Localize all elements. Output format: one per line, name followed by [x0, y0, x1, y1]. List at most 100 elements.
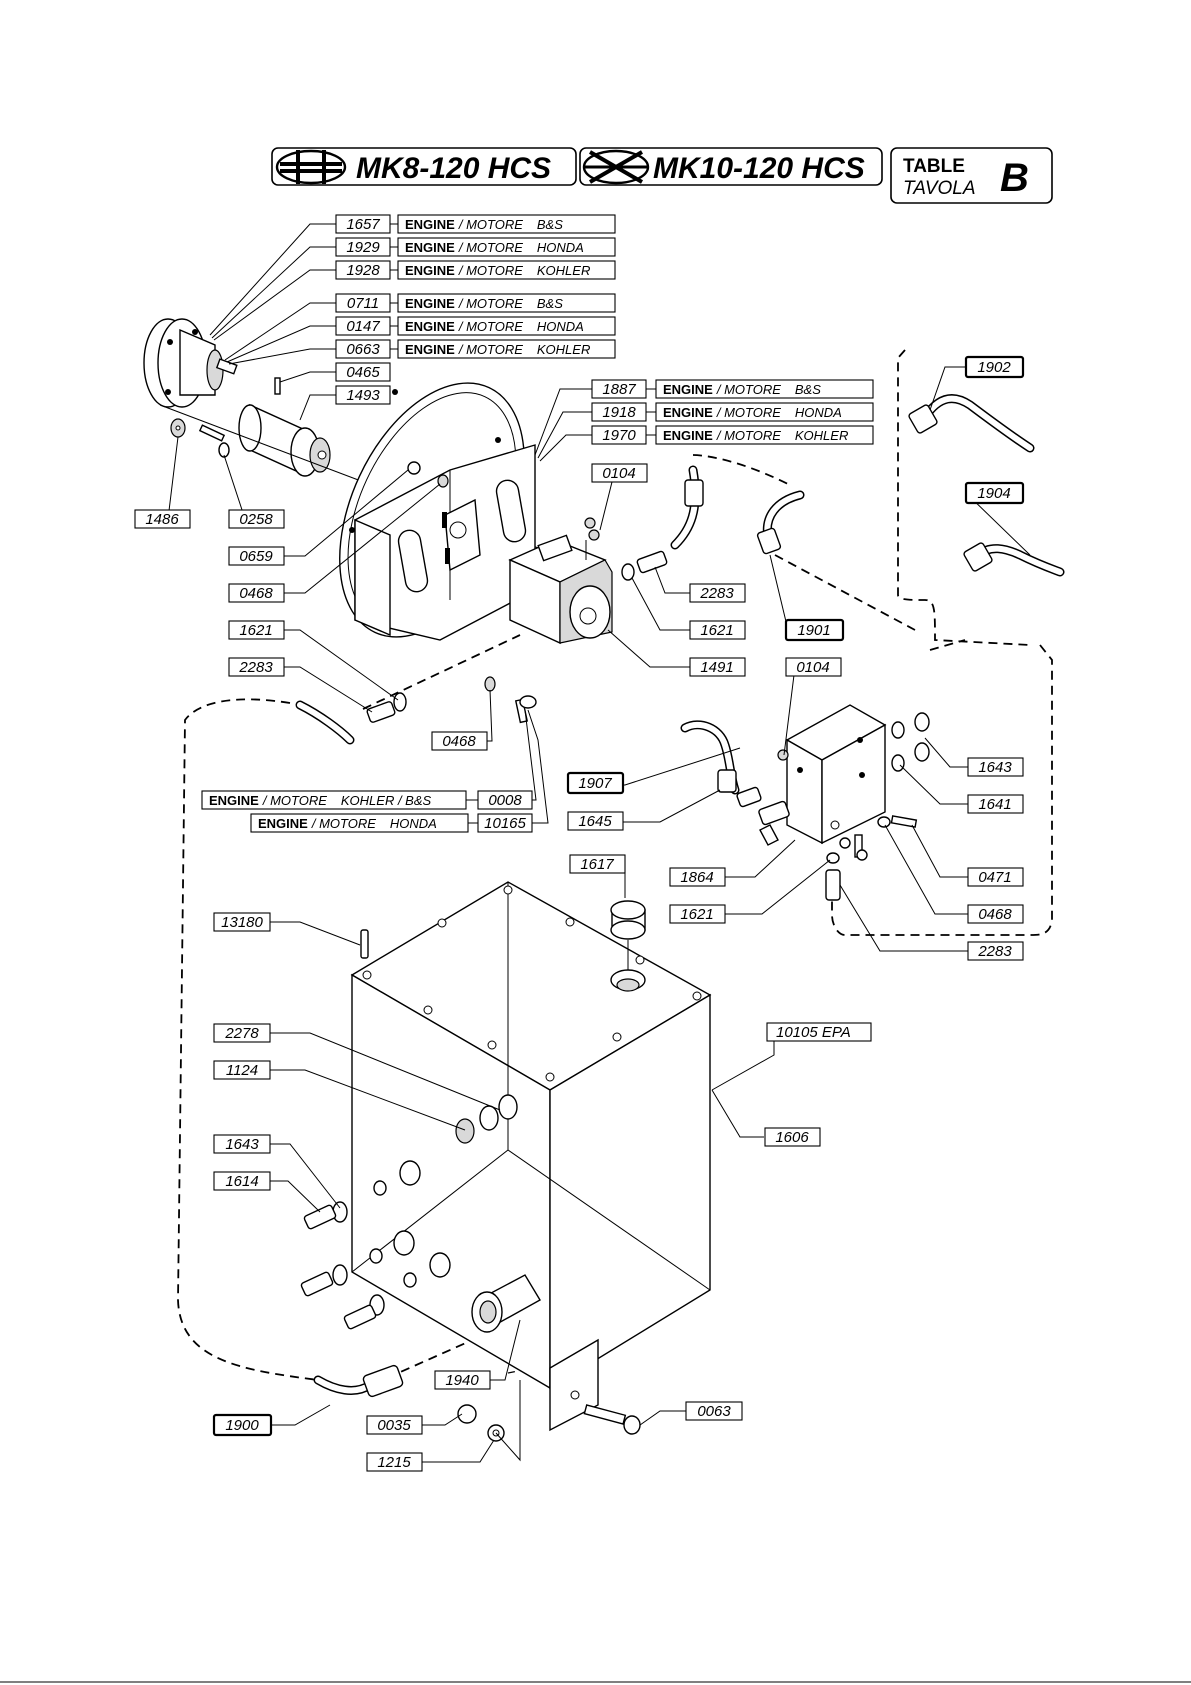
svg-text:0104: 0104 [796, 659, 829, 676]
callout-1621-bottom: 1621 [669, 904, 726, 924]
callout-0063: 0063 [685, 1401, 743, 1421]
callout-10105: 10105 EPA [766, 1022, 872, 1042]
svg-text:1940: 1940 [445, 1372, 479, 1389]
hose-1900 [313, 1364, 404, 1398]
svg-text:1621: 1621 [239, 622, 272, 639]
svg-text:1918: 1918 [602, 404, 636, 421]
svg-text:10165: 10165 [484, 815, 526, 832]
callout-1621-left: 1621 [228, 620, 285, 640]
callout-1643-right: 1643 [967, 757, 1024, 777]
callout-0468-mid: 0468 [431, 731, 488, 751]
callout-1493: 1493 [335, 385, 391, 405]
table-letter: B [1000, 156, 1029, 200]
hydraulic-motor [508, 529, 613, 645]
callout-1124: 1124 [213, 1060, 271, 1080]
callout-1907: 1907 [566, 771, 625, 795]
suction-fitting [471, 1274, 541, 1333]
svg-text:1493: 1493 [346, 387, 380, 404]
svg-text:1617: 1617 [580, 856, 614, 873]
svg-text:2278: 2278 [224, 1025, 259, 1042]
svg-text:10105 EPA: 10105 EPA [776, 1024, 851, 1041]
header-model-2: MK10-120 HCS [579, 147, 883, 186]
svg-text:1606: 1606 [775, 1129, 809, 1146]
mounting-bracket [354, 444, 536, 641]
callout-0035: 0035 [366, 1415, 423, 1435]
callout-1900: 1900 [212, 1413, 273, 1437]
callout-2283-right: 2283 [967, 941, 1024, 961]
hose-1902 [908, 394, 1035, 453]
tank-fittings-upper [455, 1094, 518, 1144]
callout-1645: 1645 [567, 811, 624, 831]
svg-text:0008: 0008 [488, 792, 522, 809]
svg-text:1215: 1215 [377, 1454, 411, 1471]
callout-1864: 1864 [669, 867, 726, 887]
callout-1606: 1606 [764, 1127, 821, 1147]
svg-text:0258: 0258 [239, 511, 273, 528]
callout-0104-top: 0104 [591, 463, 648, 483]
engine-flange-assembly [143, 318, 281, 408]
hose-1901 [670, 465, 805, 555]
callout-1486: 1486 [134, 509, 191, 529]
svg-text:2283: 2283 [977, 943, 1012, 960]
svg-text:1491: 1491 [700, 659, 733, 676]
svg-text:1641: 1641 [978, 796, 1011, 813]
model-title-2: MK10-120 HCS [653, 152, 865, 185]
callout-1614: 1614 [213, 1171, 271, 1191]
callout-0104-mid: 0104 [785, 657, 842, 677]
svg-text:1904: 1904 [977, 485, 1010, 502]
filler-cap [610, 900, 646, 992]
svg-text:0468: 0468 [442, 733, 476, 750]
hose-1904 [963, 542, 1065, 577]
callout-1643-left: 1643 [213, 1134, 271, 1154]
callout-1940: 1940 [434, 1370, 491, 1390]
svg-text:1643: 1643 [225, 1136, 259, 1153]
washer-bolt-left [170, 418, 230, 458]
svg-text:1614: 1614 [225, 1173, 258, 1190]
callout-1904: 1904 [964, 481, 1025, 505]
tank-bracket [549, 1338, 641, 1435]
svg-text:1907: 1907 [578, 775, 612, 792]
mk8-logo-icon [275, 149, 347, 185]
table-label-it: TAVOLA [903, 178, 976, 199]
callout-1621-top: 1621 [689, 620, 746, 640]
oil-tank [300, 881, 712, 1442]
svg-text:1864: 1864 [680, 869, 713, 886]
svg-text:2283: 2283 [238, 659, 273, 676]
callout-1215: 1215 [366, 1452, 423, 1472]
header-table-box: TABLE TAVOLA B [890, 147, 1053, 204]
svg-text:1970: 1970 [602, 427, 636, 444]
svg-text:0468: 0468 [978, 906, 1012, 923]
callout-0659: 0659 [228, 546, 285, 566]
valve-block [758, 704, 930, 901]
callout-2278: 2278 [213, 1023, 271, 1043]
svg-text:0663: 0663 [346, 341, 380, 358]
callout-0465: 0465 [335, 362, 391, 382]
svg-text:0468: 0468 [239, 585, 273, 602]
svg-text:1901: 1901 [797, 622, 830, 639]
tank-bolts [362, 885, 702, 1082]
svg-text:0659: 0659 [239, 548, 273, 565]
callout-13180: 13180 [213, 912, 271, 932]
callout-1617: 1617 [569, 854, 626, 874]
callout-1901: 1901 [784, 618, 845, 642]
svg-text:1124: 1124 [226, 1062, 258, 1079]
callout-0468-top: 0468 [228, 583, 285, 603]
hose-1907 [680, 720, 762, 808]
fittings-left [295, 676, 537, 745]
